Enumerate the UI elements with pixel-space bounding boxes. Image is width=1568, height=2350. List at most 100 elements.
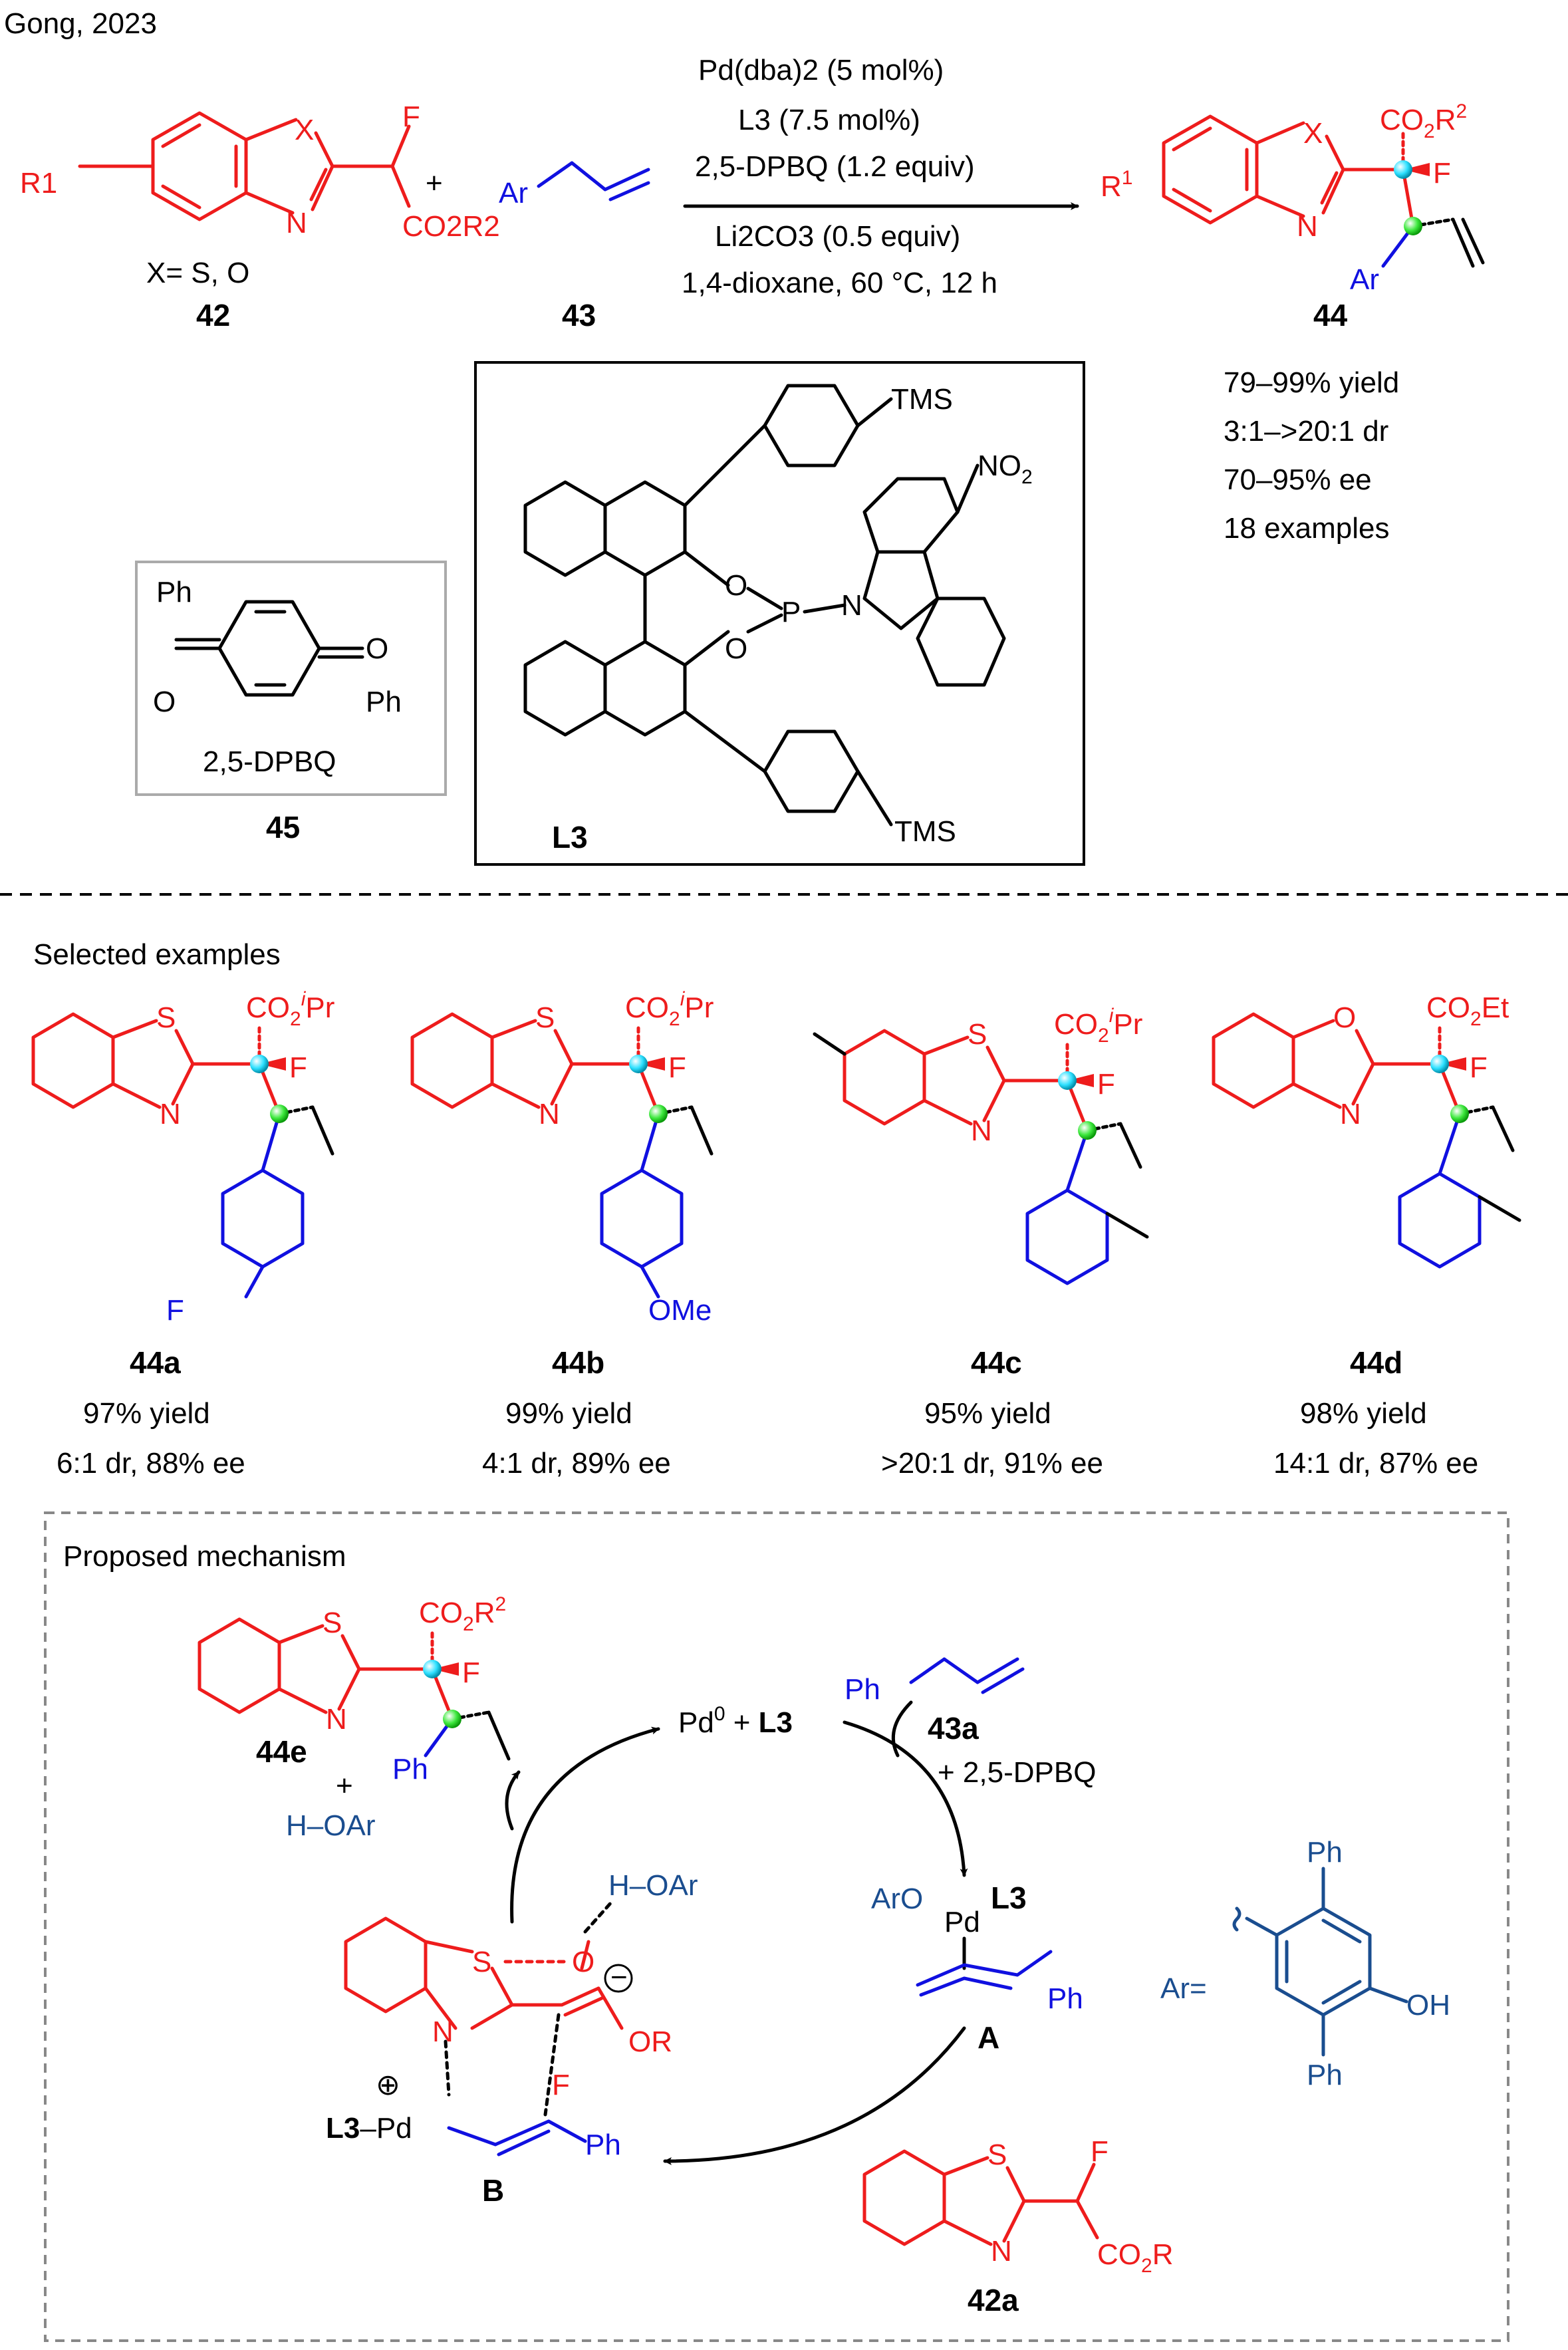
quinone-structure [174,600,364,697]
product-44-stat-ee: 70–95% ee [1224,463,1372,496]
mechanism-heading: Proposed mechanism [63,1540,346,1573]
ligand-tms-top: TMS [891,383,953,416]
reactant-42-r1: R1 [20,167,57,199]
condition-line-4: Li2CO3 (0.5 equiv) [715,220,960,253]
side-arrow-43a [891,1700,913,1758]
plus-sign: + [426,167,443,199]
example-44c-ester: CO2iPr [1054,1005,1142,1047]
product-44e-s: S [323,1607,342,1639]
intermediate-b-f: F [552,2069,570,2101]
intermediate-b-structure [344,1900,633,2156]
example-44a-s: S [156,1001,176,1034]
intermediate-b-l3pd: L3–Pd [326,2112,412,2145]
condition-line-5: 1,4-dioxane, 60 °C, 12 h [682,267,997,299]
quinone-name: 2,5-DPBQ [203,745,336,778]
product-44-stat-yield: 79–99% yield [1224,366,1399,399]
example-44a-ester: CO2iPr [246,988,334,1030]
condition-line-1: Pd(dba)2 (5 mol%) [698,54,944,86]
substrate-43a-id: 43a [928,1711,979,1746]
intermediate-a-ph: Ph [1047,1982,1083,2015]
reactant-42-structure [78,111,411,221]
example-44d-o: O [1333,1001,1356,1034]
example-44d-ester: CO2Et [1426,991,1509,1030]
product-44-f: F [1433,157,1451,190]
product-44e-f: F [462,1656,480,1689]
selected-examples-heading: Selected examples [33,938,281,971]
intermediate-b-or: OR [628,2025,672,2058]
example-44b-id: 44b [552,1345,604,1380]
quinone-box [135,561,447,796]
byproduct-hoar: H–OAr [286,1809,375,1842]
reactant-43-structure [537,161,650,201]
cycle-arrow-release [505,1770,521,1831]
intermediate-b-o: O [572,1946,594,1978]
example-44a-sub: F [166,1294,184,1327]
reactant-42-note: X= S, O [146,257,249,289]
ligand-nitro: NO2 [978,450,1033,488]
ligand-structure [523,384,1006,827]
example-44c-yield: 95% yield [924,1397,1051,1430]
reactant-42-f: F [402,100,420,133]
reactant-42-ester: CO2R2 [402,210,500,243]
example-44b-structure [410,1012,714,1299]
product-44-structure [1162,114,1485,268]
example-44b-ester: CO2iPr [625,988,714,1030]
example-44c-f: F [1097,1068,1115,1101]
intermediate-b-hoar: H–OAr [608,1869,698,1902]
product-44e-plus: + [336,1769,353,1802]
product-44-stat-examples: 18 examples [1224,512,1389,545]
reactant-42-x: X [295,114,314,146]
example-44b-n: N [539,1098,560,1130]
additive-label: + 2,5-DPBQ [938,1756,1096,1789]
example-44b-sel: 4:1 dr, 89% ee [482,1447,671,1480]
ligand-n: N [841,589,862,622]
reactant-42-n: N [286,207,307,239]
product-44e-n: N [326,1703,347,1736]
substrate-43a-ph: Ph [845,1673,880,1706]
example-44c-id: 44c [971,1345,1022,1380]
ligand-o-bottom: O [725,632,747,665]
ligand-id: L3 [552,820,588,854]
intermediate-a-l3: L3 [991,1881,1027,1915]
mechanism-box [44,1511,1509,2342]
cycle-arrow-left [510,1726,660,1924]
citation-label: Gong, 2023 [4,7,157,40]
substrate-42a-f: F [1091,2135,1109,2168]
product-44e-ph: Ph [392,1753,428,1785]
reactant-43-ar: Ar [499,177,528,209]
example-44a-structure [31,1012,334,1299]
example-44d-f: F [1470,1051,1488,1084]
condition-line-2: L3 (7.5 mol%) [738,104,920,136]
cycle-arrow-top-right [843,1720,968,1877]
intermediate-b-plus: ⊕ [376,2069,400,2101]
intermediate-b-minus: − [610,1961,628,1994]
example-44a-sel: 6:1 dr, 88% ee [57,1447,245,1480]
example-44b-f: F [668,1051,686,1084]
intermediate-a-pd: Pd [944,1906,980,1938]
intermediate-a-aro: ArO [871,1883,923,1915]
substrate-43a-structure [909,1657,1025,1694]
substrate-42a-ester: CO2R [1097,2238,1173,2277]
intermediate-a-allyl [916,1936,1053,1997]
example-44b-yield: 99% yield [505,1397,632,1430]
ligand-p: P [781,596,801,628]
example-44b-s: S [535,1001,555,1034]
quinone-o-right: O [366,632,388,665]
intermediate-b-n: N [432,2016,454,2048]
example-44c-structure [813,1029,1149,1285]
example-44c-sel: >20:1 dr, 91% ee [881,1447,1103,1480]
example-44d-id: 44d [1350,1345,1402,1380]
example-44d-structure [1212,1012,1521,1269]
cycle-arrow-bottom-right [663,2026,966,2165]
quinone-id: 45 [266,810,300,845]
intermediate-b-ph: Ph [585,2129,621,2161]
ar-def-structure [1232,1867,1408,2057]
product-44-id: 44 [1313,298,1348,332]
ligand-box [474,361,1085,866]
product-44-stat-dr: 3:1–>20:1 dr [1224,415,1388,448]
product-44-ester: CO2R2 [1380,100,1467,142]
ligand-tms-bottom: TMS [894,815,956,848]
condition-line-3: 2,5-DPBQ (1.2 equiv) [695,150,975,183]
product-44-r1: R1 [1101,167,1132,203]
